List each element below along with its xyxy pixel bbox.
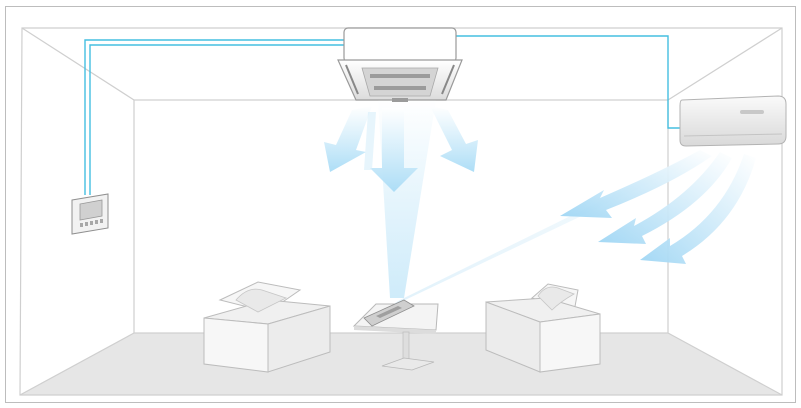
ceiling-cassette-ac-icon: [338, 28, 462, 102]
wall-controller-icon: [72, 194, 108, 234]
wall-mounted-ac-icon: [680, 96, 786, 146]
